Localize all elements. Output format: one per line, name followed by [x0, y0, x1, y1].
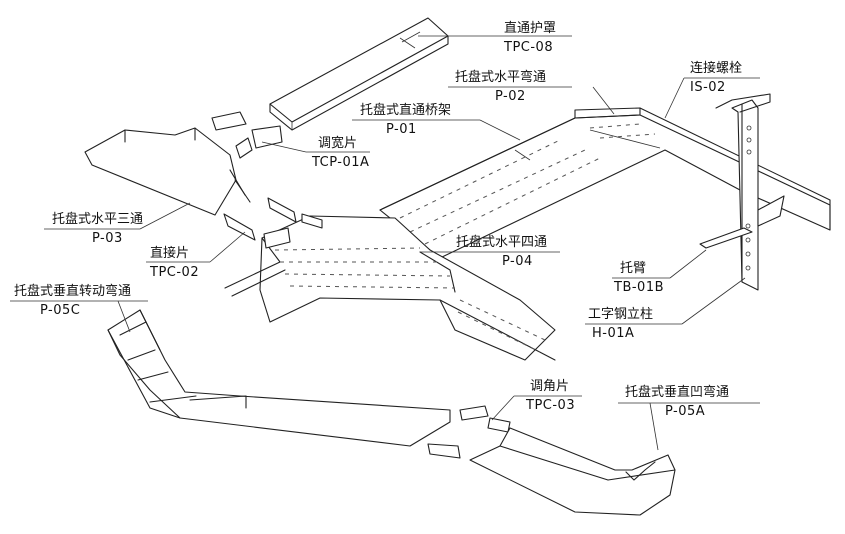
label-code: TB-01B: [614, 280, 665, 295]
label-code: P-03: [92, 231, 123, 246]
label-name: 托臂: [620, 261, 647, 276]
label-name: 托盘式垂直凹弯通: [625, 385, 730, 400]
label-code: P-04: [502, 254, 533, 269]
vertical-concave-bend-part: [469, 427, 676, 516]
label-name: 托盘式水平四通: [456, 235, 548, 250]
steel-column-part: [715, 93, 771, 291]
label-bracket-arm: 托臂 TB-01B: [614, 261, 664, 295]
label-code: TPC-02: [150, 265, 200, 280]
label-code: TPC-08: [504, 40, 554, 55]
label-name: 托盘式水平弯通: [455, 70, 547, 85]
angle-plates: [427, 405, 511, 459]
label-name: 托盘式水平三通: [52, 212, 144, 227]
label-width-adjust-plate: 调宽片 TCP-01A: [312, 136, 369, 170]
straight-tray-part: [379, 107, 831, 259]
label-angle-plate: 调角片 TPC-03: [526, 379, 575, 413]
label-name: 调角片: [530, 379, 570, 394]
label-straight-tray: 托盘式直通桥架 P-01: [360, 103, 451, 137]
vertical-turn-bend-part: [107, 309, 451, 447]
label-code: P-05C: [40, 303, 81, 318]
label-straight-plate: 直接片 TPC-02: [150, 246, 199, 280]
label-vertical-concave-bend: 托盘式垂直凹弯通 P-05A: [625, 385, 729, 419]
label-name: 调宽片: [318, 136, 358, 151]
adjust-plates: [211, 111, 323, 249]
label-name: 托盘式垂直转动弯通: [14, 284, 132, 299]
label-name: 直接片: [150, 246, 190, 261]
label-name: 直通护罩: [504, 21, 557, 36]
label-code: TPC-03: [526, 398, 576, 413]
label-connecting-bolt: 连接螺栓 IS-02: [690, 61, 742, 95]
tee-tray-part: [84, 127, 251, 216]
label-straight-cover: 直通护罩 TPC-08: [504, 21, 556, 55]
label-code: H-01A: [592, 326, 635, 341]
label-name: 工字钢立柱: [588, 307, 654, 322]
label-vertical-turn-bend: 托盘式垂直转动弯通 P-05C: [14, 284, 131, 318]
label-horizontal-cross: 托盘式水平四通 P-04: [456, 235, 547, 269]
leader-lines: [10, 35, 760, 451]
label-name: 连接螺栓: [690, 61, 743, 76]
bracket-arm-part: [699, 195, 785, 249]
label-code: P-01: [386, 122, 417, 137]
label-code: P-05A: [665, 404, 706, 419]
straight-cover-part: [269, 17, 449, 131]
label-code: IS-02: [690, 80, 726, 95]
label-name: 托盘式直通桥架: [360, 103, 452, 118]
label-code: TCP-01A: [312, 155, 370, 170]
label-horizontal-tee: 托盘式水平三通 P-03: [52, 212, 143, 246]
label-steel-column: 工字钢立柱 H-01A: [588, 307, 653, 341]
label-code: P-02: [495, 89, 526, 104]
label-horizontal-bend: 托盘式水平弯通 P-02: [455, 70, 546, 104]
